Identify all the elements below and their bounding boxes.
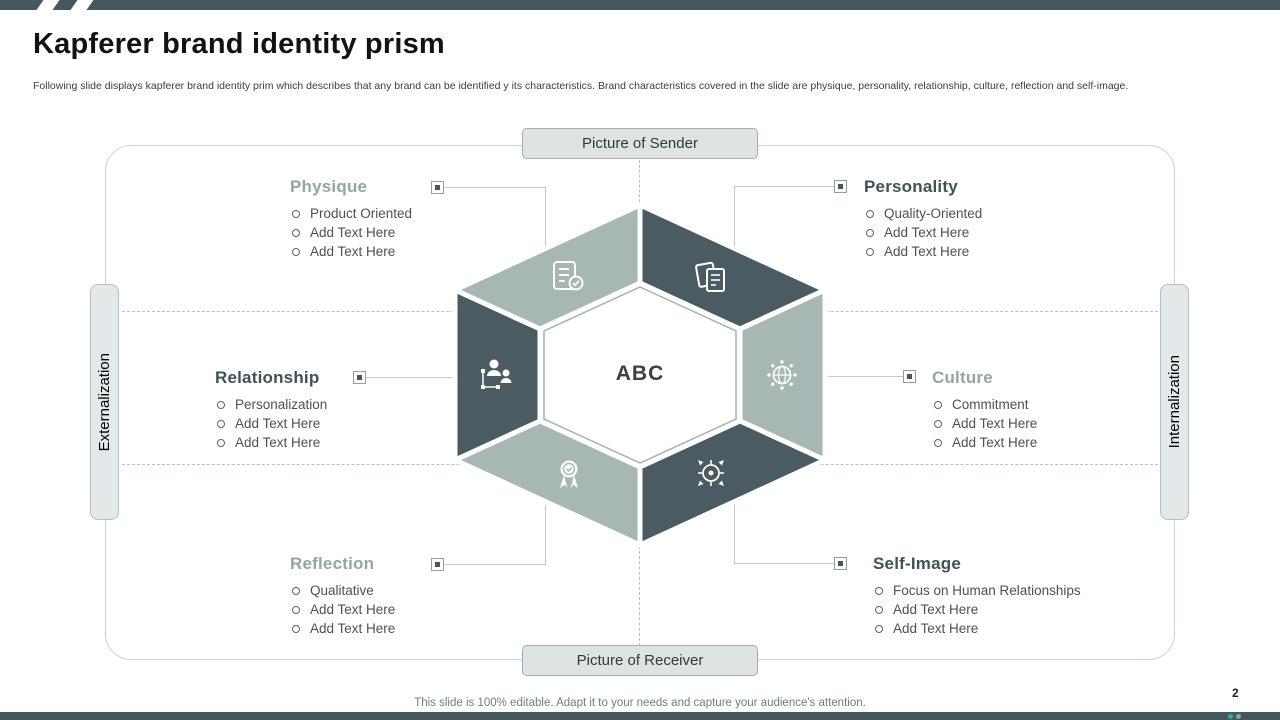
section-culture: Culture Commitment Add Text Here Add Tex… [932, 368, 1037, 452]
connector-culture [820, 376, 904, 377]
connector-square-reflection [431, 558, 444, 571]
bullet-item: Add Text Here [864, 223, 982, 242]
bullet-list: Focus on Human Relationships Add Text He… [873, 581, 1081, 638]
bullet-item: Add Text Here [290, 619, 395, 638]
center-dashed-line-bottom [639, 546, 640, 646]
people-network-icon [481, 359, 512, 389]
footer-dots [1228, 706, 1244, 720]
section-selfimage: Self-Image Focus on Human Relationships … [873, 554, 1081, 638]
section-personality: Personality Quality-Oriented Add Text He… [864, 177, 982, 261]
bullet-item: Add Text Here [932, 433, 1037, 452]
bullet-item: Add Text Here [932, 414, 1037, 433]
connector-square-selfimage [834, 557, 847, 570]
connector-square-relationship [353, 371, 366, 384]
section-title: Relationship [215, 368, 320, 387]
bullet-item: Add Text Here [215, 433, 327, 452]
internalization-text: Internalization [1166, 355, 1183, 449]
internalization-label: Internalization [1160, 284, 1189, 520]
decorative-slash [69, 0, 95, 12]
bullet-list: Commitment Add Text Here Add Text Here [932, 395, 1037, 452]
slide-description: Following slide displays kapferer brand … [33, 80, 1129, 92]
bullet-item: Add Text Here [873, 619, 1081, 638]
bullet-item: Add Text Here [215, 414, 327, 433]
section-title: Reflection [290, 554, 375, 573]
bullet-list: Product Oriented Add Text Here Add Text … [290, 204, 412, 261]
center-brand-label: ABC [615, 362, 665, 385]
bullet-item: Add Text Here [290, 600, 395, 619]
bullet-item: Add Text Here [864, 242, 982, 261]
bullet-item: Add Text Here [290, 223, 412, 242]
bullet-item: Add Text Here [873, 600, 1081, 619]
connector-physique [545, 187, 546, 247]
page-title: Kapferer brand identity prism [33, 28, 445, 60]
section-title: Self-Image [873, 554, 961, 573]
connector-reflection [444, 564, 545, 565]
bullet-item: Qualitative [290, 581, 395, 600]
picture-of-sender-label: Picture of Sender [522, 128, 758, 159]
teal-dot [1228, 714, 1233, 719]
connector-square-culture [903, 370, 916, 383]
picture-of-receiver-label: Picture of Receiver [522, 645, 758, 676]
bullet-item: Product Oriented [290, 204, 412, 223]
section-title: Personality [864, 177, 958, 196]
bullet-list: Personalization Add Text Here Add Text H… [215, 395, 327, 452]
section-physique: Physique Product Oriented Add Text Here … [290, 177, 412, 261]
connector-relationship [366, 377, 458, 378]
connector-physique [444, 187, 545, 188]
top-accent-bar [0, 0, 1280, 12]
externalization-text: Externalization [96, 352, 113, 452]
section-title: Culture [932, 368, 993, 387]
connector-reflection [545, 505, 546, 565]
bullet-list: Quality-Oriented Add Text Here Add Text … [864, 204, 982, 261]
externalization-label: Externalization [90, 284, 119, 520]
documents-icon [695, 261, 725, 292]
target-compass-icon [698, 460, 724, 486]
globe-network-icon [767, 360, 797, 390]
center-dashed-line-top [639, 160, 640, 207]
bullet-item: Focus on Human Relationships [873, 581, 1081, 600]
center-hexagon [543, 286, 737, 464]
bullet-list: Qualitative Add Text Here Add Text Here [290, 581, 395, 638]
clipboard-check-icon [553, 261, 584, 291]
bullet-item: Personalization [215, 395, 327, 414]
page-number: 2 [1232, 686, 1239, 700]
section-relationship: Relationship Personalization Add Text He… [215, 368, 327, 452]
bottom-accent-bar [0, 712, 1280, 720]
award-medal-icon [560, 460, 578, 489]
footer-note: This slide is 100% editable. Adapt it to… [414, 697, 866, 709]
bullet-item: Commitment [932, 395, 1037, 414]
connector-selfimage [734, 563, 835, 564]
connector-selfimage [734, 504, 735, 564]
connector-personality [734, 186, 835, 187]
bullet-item: Quality-Oriented [864, 204, 982, 223]
gray-dot [1236, 714, 1241, 719]
connector-square-personality [834, 180, 847, 193]
connector-square-physique [431, 181, 444, 194]
bullet-item: Add Text Here [290, 242, 412, 261]
section-title: Physique [290, 177, 368, 196]
hexagon-diagram [452, 202, 828, 548]
section-reflection: Reflection Qualitative Add Text Here Add… [290, 554, 395, 638]
connector-personality [734, 186, 735, 246]
decorative-slash [35, 0, 61, 12]
